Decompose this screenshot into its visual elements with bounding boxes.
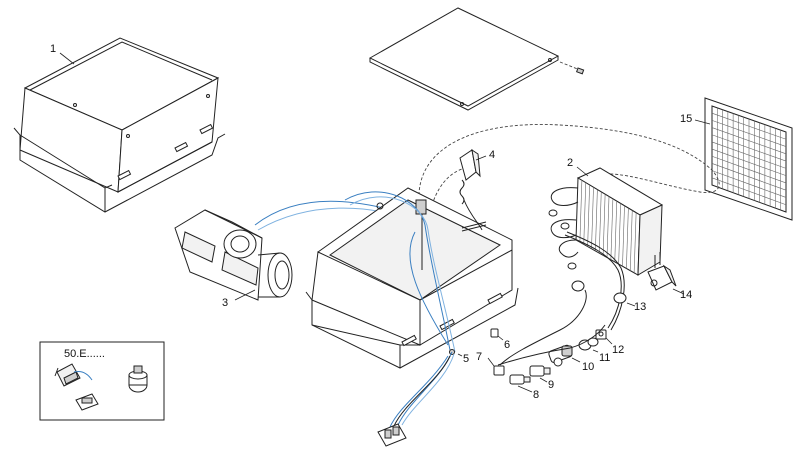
- callout-6: 6: [504, 339, 510, 351]
- coil-fin-line: [579, 180, 583, 243]
- connector-wire-2: [401, 353, 455, 426]
- callout-leader-1: [59, 52, 75, 65]
- capillary-line: [418, 124, 720, 211]
- part-1-cover-housing: [13, 37, 226, 213]
- coil-fin-line: [610, 198, 614, 260]
- coil-fin-line: [629, 210, 633, 271]
- grille-mesh-line: [711, 155, 787, 184]
- callout-1: 1: [50, 43, 56, 55]
- grille-mesh-line: [711, 112, 787, 140]
- grille-mesh-line: [711, 177, 787, 206]
- grille-mesh-line: [711, 148, 787, 176]
- callout-leader-10: [571, 357, 581, 363]
- wire-connector-plug: [377, 423, 407, 447]
- coil-fin-line: [598, 191, 602, 254]
- callout-4: 4: [489, 149, 495, 161]
- callout-7: 7: [476, 351, 482, 363]
- part-13-tube-connector: [499, 231, 627, 366]
- coil-fin-line: [587, 184, 590, 247]
- harness-wire-1: [344, 191, 451, 351]
- callout-leader-8: [517, 385, 533, 393]
- coil-fin-line: [595, 189, 598, 251]
- coil-fin-line: [591, 187, 594, 249]
- lid-panel: [368, 7, 585, 111]
- inset-box: 50.E......: [39, 341, 165, 421]
- harness-wire-2: [349, 196, 456, 353]
- part-3-blower: [174, 209, 293, 301]
- grille-mesh-line: [711, 141, 787, 169]
- callout-12: 12: [612, 344, 624, 356]
- coil-fin-line: [606, 196, 610, 258]
- callout-15: 15: [680, 113, 692, 125]
- callout-9: 9: [548, 379, 554, 391]
- callout-leader-4: [475, 155, 487, 161]
- callout-leader-13: [626, 302, 636, 307]
- callout-leader-5: [457, 353, 463, 357]
- callout-leader-14: [672, 288, 685, 295]
- part-15-filter-grille: [704, 97, 793, 221]
- grille-mesh-line: [711, 163, 787, 191]
- coil-fin-line: [583, 182, 587, 245]
- coil-fin-line: [614, 201, 618, 262]
- grille-mesh-line: [711, 127, 787, 155]
- grille-mesh-line: [711, 170, 787, 198]
- harness-wire-3: [409, 231, 449, 346]
- coil-fin-line: [618, 203, 621, 265]
- part-4-thermostat: [459, 148, 487, 232]
- callout-leader-7: [487, 357, 495, 367]
- coil-fin-line: [622, 205, 625, 267]
- callout-leader-12: [605, 337, 613, 345]
- callout-13: 13: [634, 301, 646, 313]
- coil-fin-line: [633, 212, 637, 273]
- coil-fin-line: [626, 208, 629, 269]
- callout-10: 10: [582, 361, 594, 373]
- grille-mesh-line: [711, 120, 787, 147]
- part-2-evaporator-coil: [548, 167, 664, 276]
- part-7-nut: [493, 365, 505, 376]
- callout-8: 8: [533, 389, 539, 401]
- base-housing: [305, 187, 519, 369]
- callout-5: 5: [463, 353, 469, 365]
- callout-leader-2: [576, 166, 589, 177]
- part-6-cap: [490, 328, 499, 338]
- part-14-expansion-valve: [647, 264, 677, 291]
- coil-fin-line: [602, 194, 606, 256]
- callout-leader-15: [694, 119, 711, 125]
- part-8-fitting: [509, 374, 531, 385]
- callout-leader-9: [539, 377, 548, 383]
- callout-leader-11: [592, 349, 599, 353]
- inset-label: 50.E......: [64, 348, 105, 360]
- callout-11: 11: [599, 352, 610, 364]
- grille-mesh-line: [711, 134, 787, 162]
- callout-leader-6: [497, 335, 504, 341]
- part-12-nut: [595, 329, 607, 340]
- capillary-line-2: [431, 167, 467, 206]
- callout-14: 14: [680, 289, 692, 301]
- part-9-fitting: [529, 365, 551, 377]
- callout-leader-3: [234, 289, 256, 301]
- callout-3: 3: [222, 297, 228, 309]
- callout-2: 2: [567, 157, 573, 169]
